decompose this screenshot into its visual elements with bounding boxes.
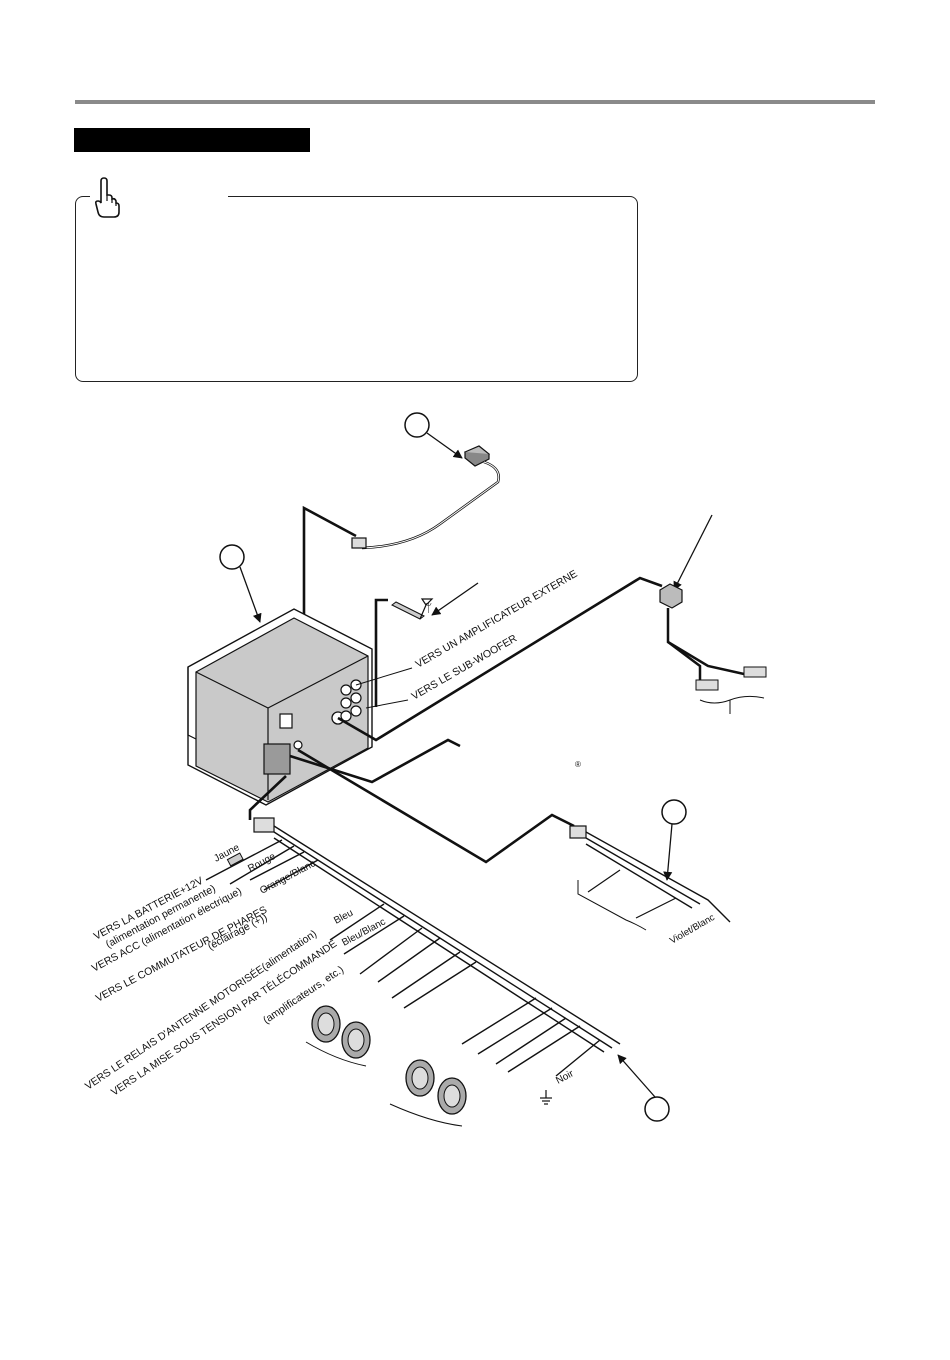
main-harness xyxy=(205,825,621,1077)
external-cable xyxy=(659,583,767,714)
header-rule xyxy=(75,100,875,104)
antenna-icon: ᛘ xyxy=(425,601,432,615)
callout-circle-unit xyxy=(219,544,245,570)
section-title-bar xyxy=(74,128,310,152)
callout-circle-harness xyxy=(644,1096,670,1122)
wire-bleu: Bleu xyxy=(332,908,355,927)
gps-antenna xyxy=(351,445,500,550)
registered-mark: ® xyxy=(575,760,581,769)
fuse-icon xyxy=(226,852,244,867)
radio-antenna xyxy=(374,598,434,707)
label-remote-on: VERS LA MISE SOUS TENSION PAR TÉLÉCOMMAN… xyxy=(108,937,339,1099)
extension-connector xyxy=(569,825,731,931)
note-box-gap xyxy=(90,190,228,202)
speaker-icon xyxy=(311,1005,467,1115)
wire-rouge: Rouge xyxy=(246,851,278,875)
ground-icon xyxy=(540,1090,552,1105)
main-harness-connector xyxy=(253,817,275,833)
callout-circle-ext xyxy=(661,799,687,825)
pointing-hand-icon xyxy=(94,177,120,218)
callout-circle-gps xyxy=(404,412,430,438)
wire-violet-blanc: Violet/Blanc xyxy=(668,912,717,947)
wire-noir: Noir xyxy=(554,1068,576,1087)
note-box xyxy=(75,196,638,382)
head-unit xyxy=(187,608,373,806)
